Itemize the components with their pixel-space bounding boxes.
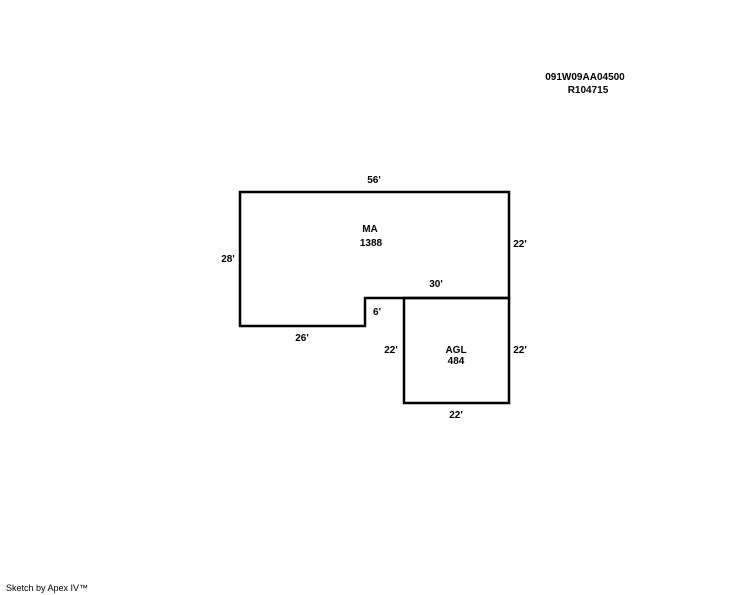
sketch-credit: Sketch by Apex IV™ <box>6 583 89 593</box>
agl-area-outline <box>402 296 511 405</box>
area-label-agl: AGL <box>445 345 467 356</box>
area-label-ma: MA <box>362 224 378 235</box>
parcel-account-number: R104715 <box>567 85 609 96</box>
ma-area-outline <box>238 190 511 328</box>
area-sqft-agl: 484 <box>447 356 465 367</box>
dimension-agl-right: 22' <box>513 345 527 356</box>
dimension-shared-wall: 30' <box>429 279 443 290</box>
dimension-ma-top: 56' <box>367 175 381 186</box>
area-sqft-ma: 1388 <box>359 238 383 249</box>
dimension-ma-left: 28' <box>221 254 235 265</box>
parcel-map-number: 091W09AA04500 <box>545 72 625 83</box>
dimension-agl-bottom: 22' <box>449 410 463 421</box>
dimension-ma-bottom: 26' <box>295 333 309 344</box>
dimension-ma-notch: 6' <box>373 307 381 318</box>
dimension-agl-left: 22' <box>384 345 398 356</box>
dimension-ma-right: 22' <box>513 239 527 250</box>
